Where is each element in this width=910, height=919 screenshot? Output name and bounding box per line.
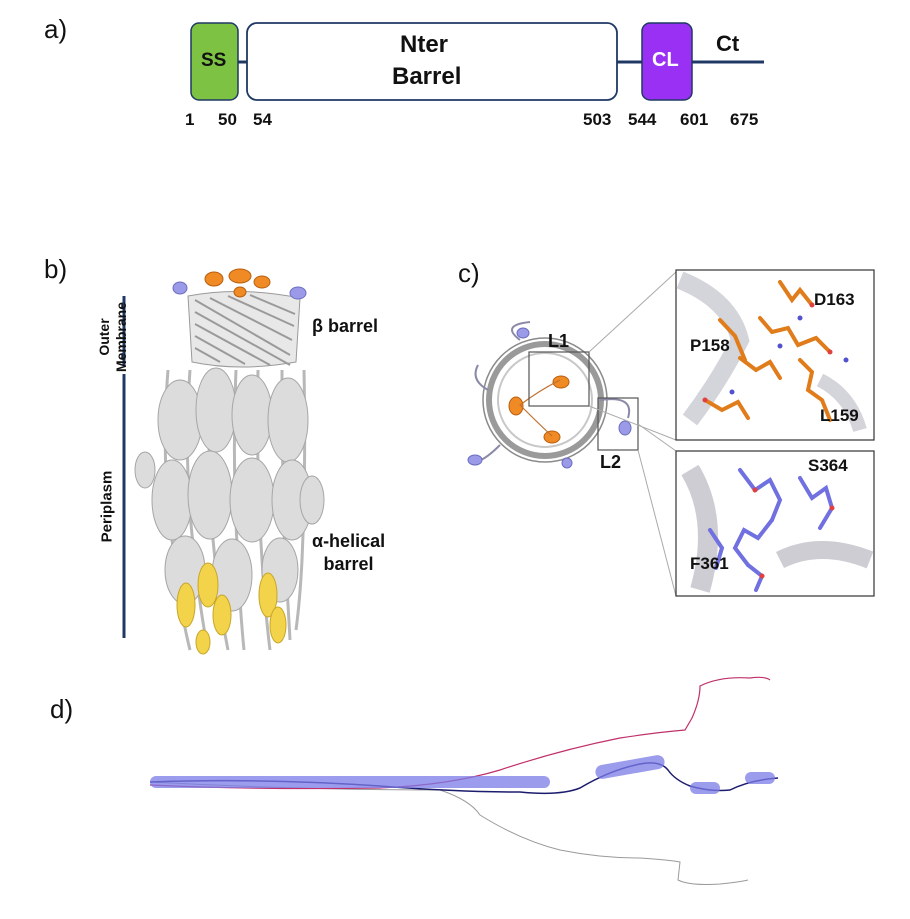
- yellow-helix-region: [176, 562, 287, 655]
- loop2-label: L2: [600, 452, 622, 472]
- position-601: 601: [680, 110, 709, 129]
- alpha-helical-line1: α-helical: [312, 531, 386, 551]
- alpha-helical-label: α-helical barrel: [312, 530, 385, 576]
- beta-barrel-ribbon: [172, 268, 307, 368]
- cl-domain-box: [641, 22, 693, 101]
- position-544: 544: [628, 110, 657, 129]
- inset-bottom: [675, 450, 875, 597]
- position-675: 675: [730, 110, 759, 129]
- position-50: 50: [218, 110, 237, 129]
- alpha-helical-line2: barrel: [323, 554, 374, 574]
- barrel-domain-box: [246, 22, 618, 101]
- residue-d163: D163: [814, 290, 855, 309]
- barrel-label-line1: Nter: [400, 31, 449, 58]
- position-503: 503: [583, 110, 612, 129]
- position-54: 54: [253, 110, 272, 129]
- loop1-label: L1: [548, 331, 570, 351]
- ss-label: SS: [201, 50, 227, 71]
- top-view-ribbon: [467, 321, 632, 469]
- ss-domain-box: [190, 22, 239, 101]
- residue-l159: L159: [820, 406, 859, 425]
- blue-bead-regions: [150, 755, 775, 794]
- l1-zoom-box: [528, 351, 590, 407]
- grey-trace: [149, 781, 749, 885]
- residue-p158: P158: [690, 336, 730, 355]
- panel-label-b: b): [44, 254, 68, 284]
- residue-f361: F361: [690, 554, 729, 573]
- inset-top: [675, 269, 875, 441]
- panel-label-a: a): [44, 14, 68, 44]
- residue-s364: S364: [808, 456, 848, 475]
- panel-label-d: d): [50, 694, 74, 724]
- panel-label-c: c): [458, 258, 480, 288]
- barrel-label-line2: Barrel: [392, 63, 462, 90]
- ct-label: Ct: [716, 31, 740, 56]
- cl-label: CL: [652, 49, 679, 71]
- beta-barrel-label: β barrel: [312, 316, 379, 336]
- pink-trace: [149, 676, 771, 790]
- position-1: 1: [185, 110, 195, 129]
